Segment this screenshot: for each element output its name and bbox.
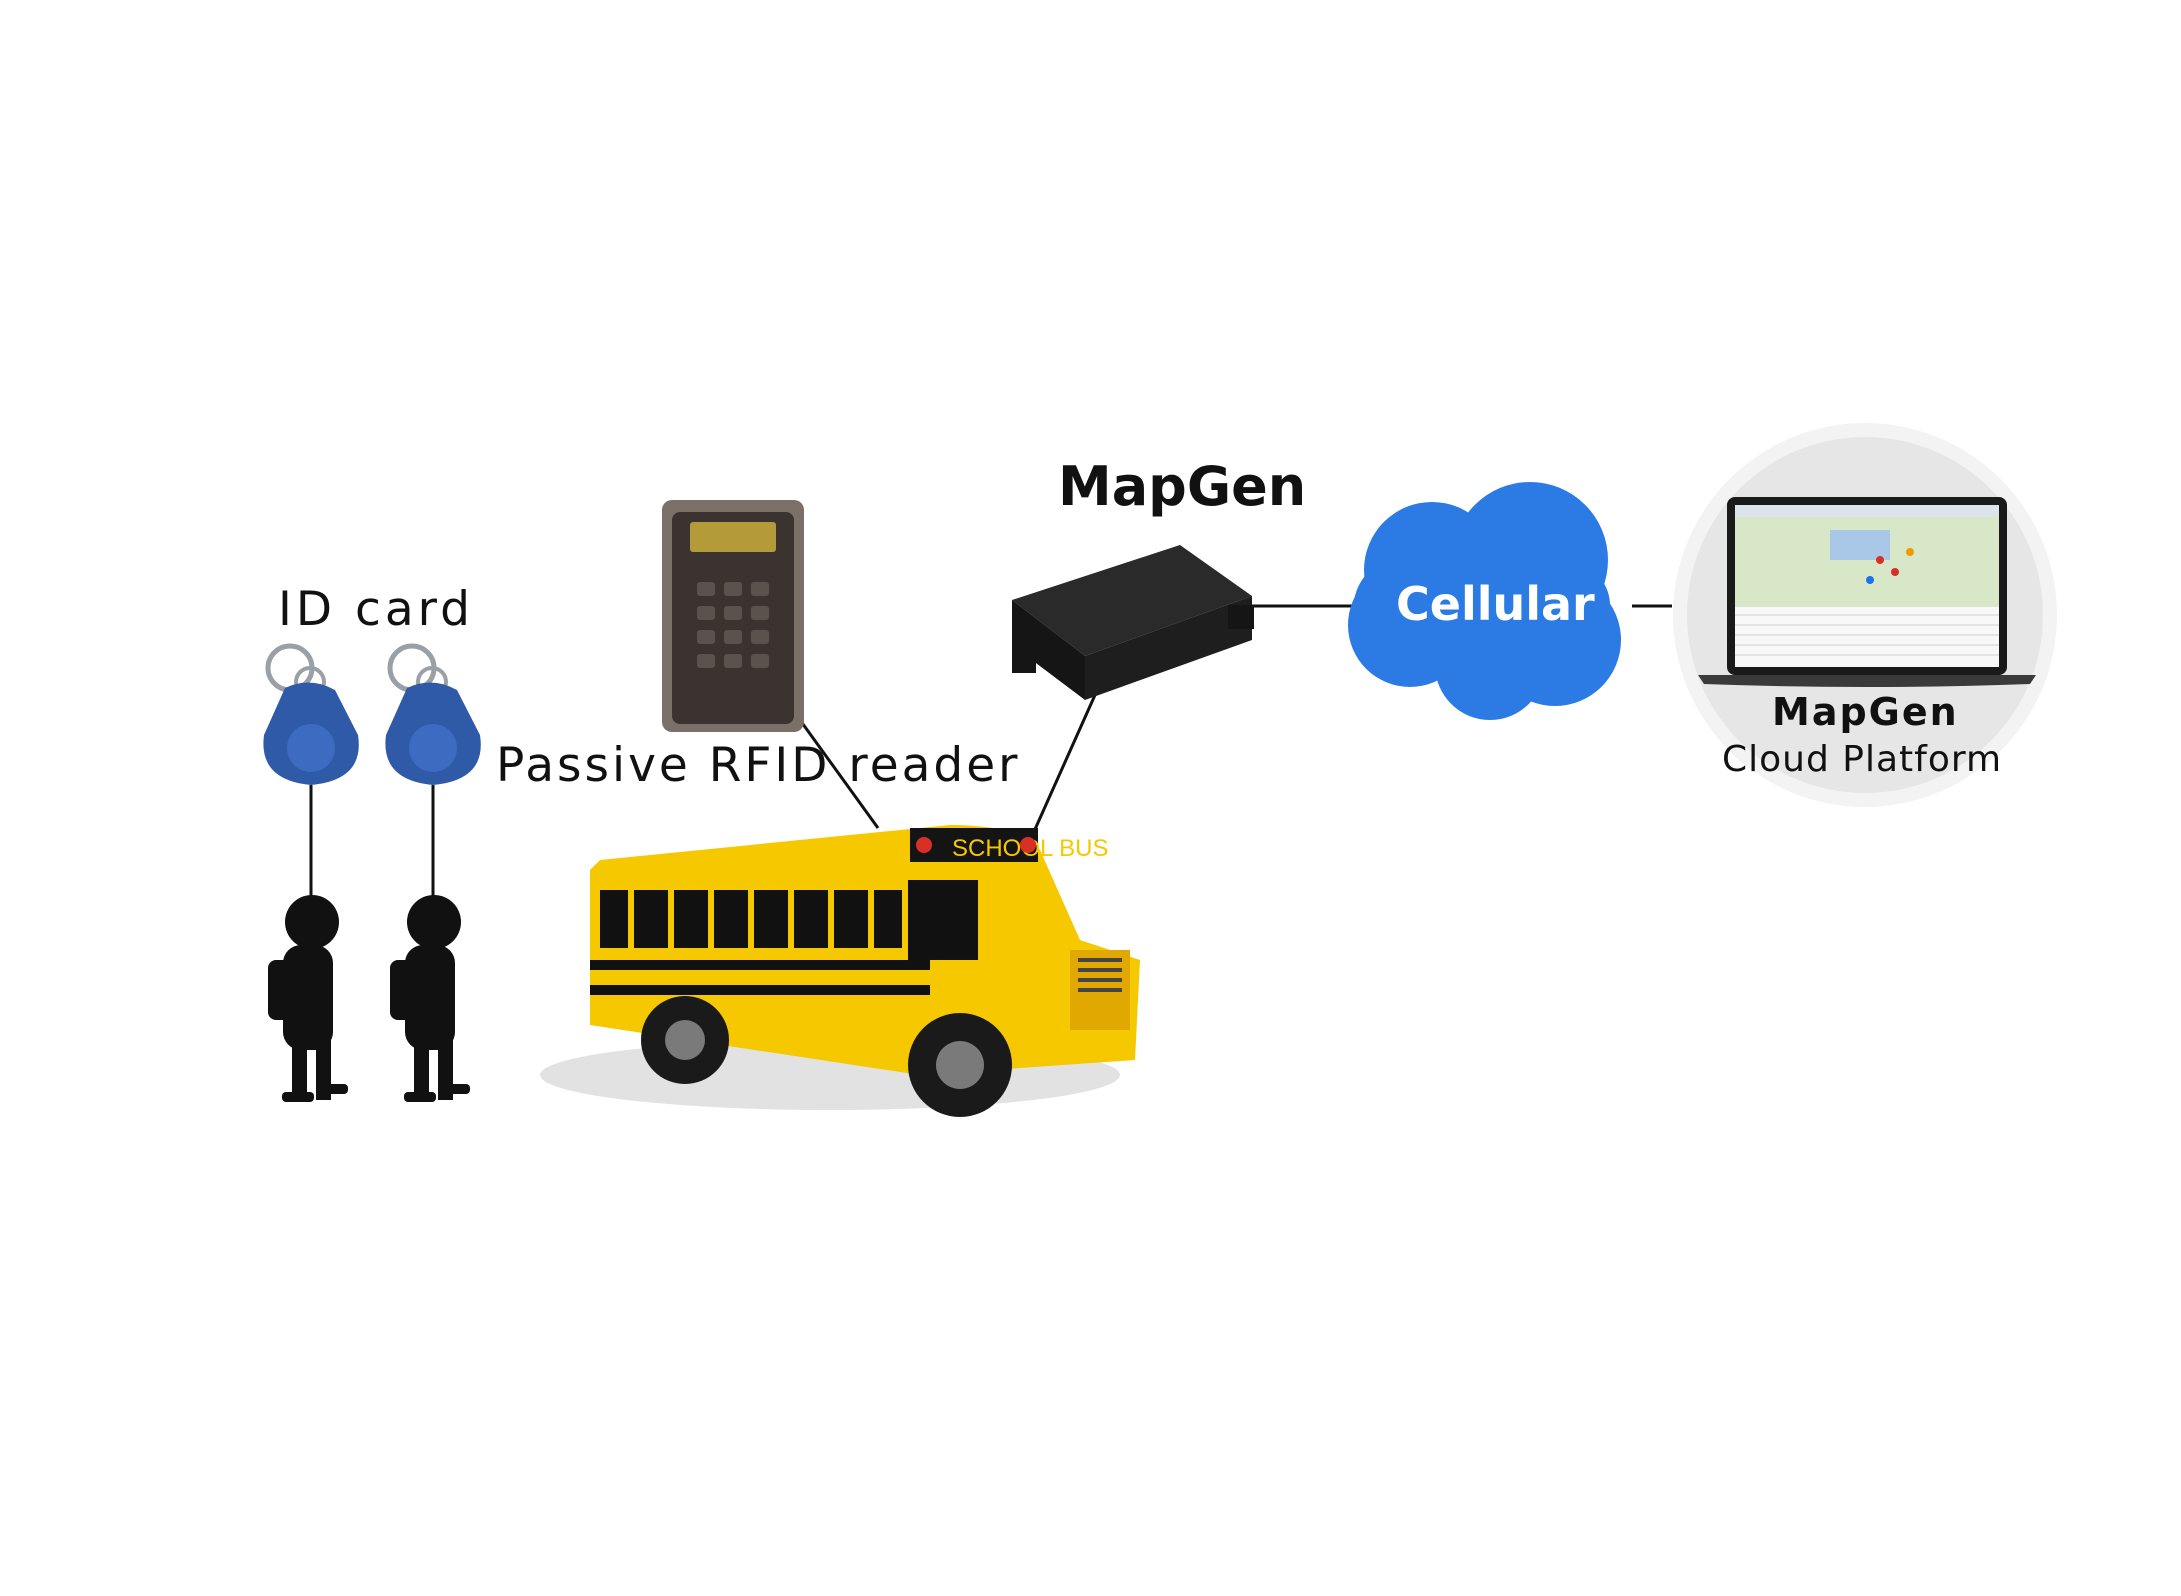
id-card-label: ID card [278,582,474,637]
connection-lines [309,604,1672,910]
laptop-icon [1698,497,2036,687]
platform-subtitle-label: Cloud Platform [1722,739,2003,780]
student-silhouette-icon [268,895,348,1102]
cloud-icon [1348,482,1621,720]
network-label: Cellular [1396,577,1595,631]
device-label: MapGen [1058,455,1307,518]
rfid-reader-icon [662,500,804,732]
rfid-reader-label: Passive RFID reader [496,738,1021,793]
school-bus-icon: SCHOOL BUS [540,825,1140,1117]
platform-name-label: MapGen [1772,690,1959,734]
rfid-keyfob-icon [263,643,359,785]
gps-tracker-icon [1012,545,1254,700]
line-reader-bus [798,719,880,829]
rfid-keyfob-icon [385,643,481,785]
student-silhouette-icon [390,895,470,1102]
line-device-bus [1026,694,1097,846]
